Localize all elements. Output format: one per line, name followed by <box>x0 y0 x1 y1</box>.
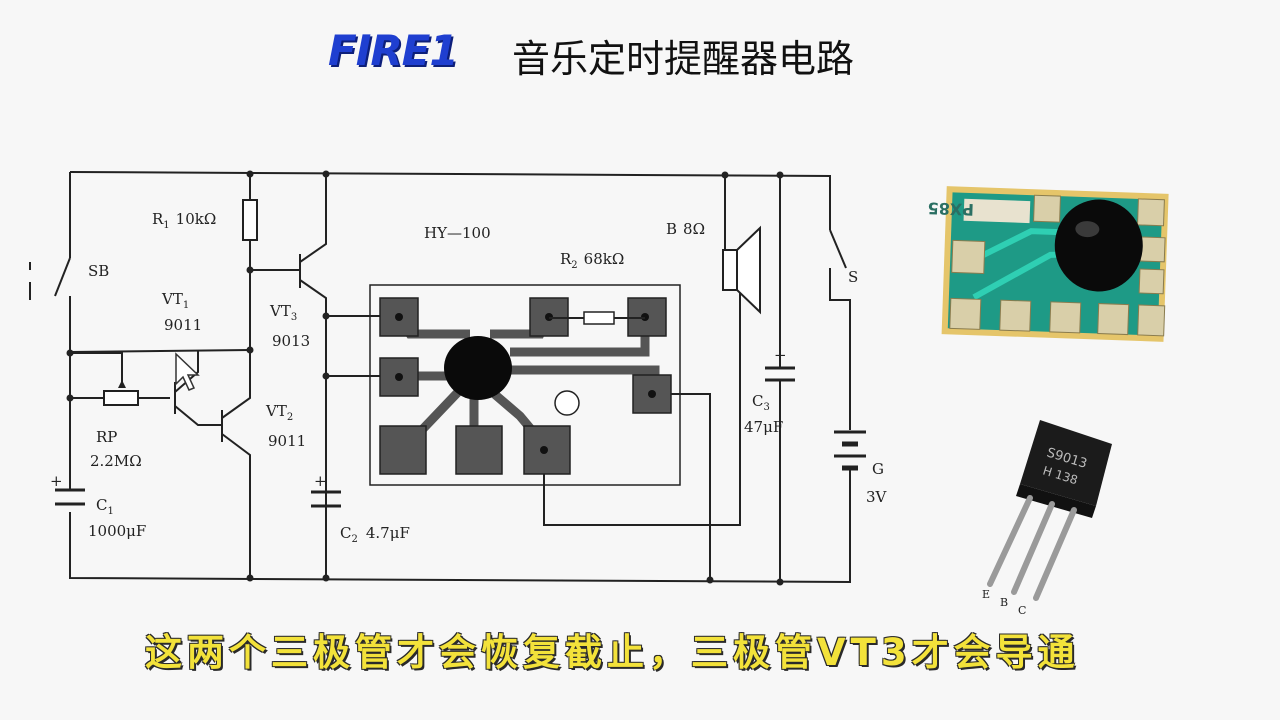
c1-label: C1 <box>96 496 114 517</box>
r1-resistor <box>242 199 258 241</box>
c3-capacitor <box>765 366 795 382</box>
pin-b-label: B <box>1000 596 1008 609</box>
vt3-model: 9013 <box>272 332 310 350</box>
svg-text:+: + <box>314 472 327 490</box>
rp-potentiometer <box>103 390 139 406</box>
svg-text:+: + <box>50 472 63 490</box>
c3-label: C3 <box>752 392 770 413</box>
hy100-module <box>379 297 672 475</box>
battery-value: 3V <box>866 488 888 506</box>
pin-c-label: C <box>1018 604 1026 617</box>
video-caption: 这两个三极管才会恢复截止，三极管VT3才会导通 <box>145 631 1080 674</box>
c1-value: 1000μF <box>88 522 146 540</box>
transistor-photo: S9013 H 138 E B C <box>982 420 1112 617</box>
page-title: 音乐定时提醒器电路 <box>512 37 855 81</box>
brand-logo: FIRE1 <box>328 26 459 75</box>
rp-value: 2.2MΩ <box>90 452 142 470</box>
module-marking: PX85 <box>927 199 974 220</box>
svg-text:+: + <box>774 346 787 364</box>
mouse-cursor-icon <box>175 352 200 391</box>
speaker-b <box>722 225 761 315</box>
module-photo: PX85 <box>927 186 1169 342</box>
battery-label: G <box>872 460 884 478</box>
battery-g <box>834 430 866 471</box>
vt3-label: VT3 <box>269 302 297 323</box>
vt2-label: VT2 <box>265 402 293 423</box>
vt1-model: 9011 <box>164 316 202 334</box>
module-label: HY—100 <box>424 224 491 242</box>
c3-value: 47μF <box>744 418 783 436</box>
s-label: S <box>848 268 858 286</box>
vt2-model: 9011 <box>268 432 306 450</box>
vt1-label: VT1 <box>161 290 189 311</box>
c1-capacitor <box>55 488 85 506</box>
sb-label: SB <box>88 262 109 280</box>
pin-e-label: E <box>982 588 990 601</box>
rp-label: RP <box>96 428 117 446</box>
